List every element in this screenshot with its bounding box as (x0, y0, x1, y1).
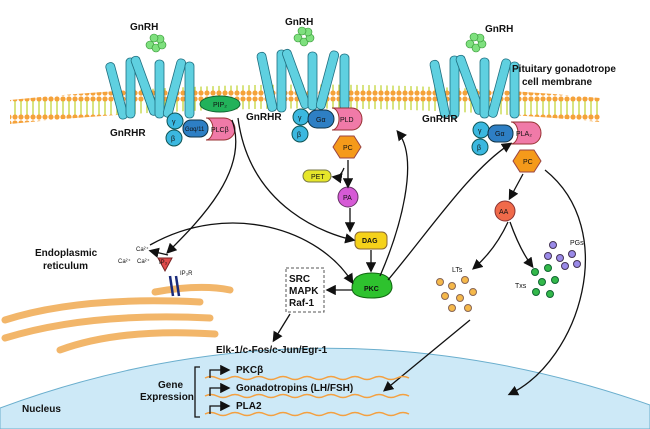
gnrh-receptor-middle (256, 48, 350, 113)
ip3r-label: IP₃R (180, 271, 193, 277)
gnrh-receptor-left (105, 55, 195, 120)
ip3-label: IP₃ (159, 260, 168, 266)
gene-gonadotropins: Gonadotropins (LH/FSH) (236, 383, 353, 394)
txs-label: Txs (515, 283, 527, 290)
dna-strands (204, 375, 410, 417)
gene-pkcb: PKCβ (236, 365, 263, 376)
gnrh-label-middle: GnRH (285, 17, 313, 28)
gnrhr-label-left: GnRHR (110, 128, 146, 139)
beta-label: β (477, 145, 481, 152)
pc-label-middle: PC (343, 145, 353, 152)
gnrhr-label-right: GnRHR (422, 114, 458, 125)
pld-label: PLD (340, 117, 354, 124)
nucleus (0, 347, 650, 429)
gnrh-ligand-middle (293, 26, 315, 47)
ca-label-2: Ca²⁺ (118, 258, 131, 265)
beta-label: β (297, 132, 301, 139)
pet-label: PET (311, 174, 325, 181)
aa-label: AA (499, 209, 509, 216)
gnrhr-label-middle: GnRHR (246, 112, 282, 123)
pathway-arrows (148, 117, 586, 396)
thromboxane-dots (531, 264, 559, 298)
gnrh-ligand-left (145, 33, 167, 53)
ca-label-1: Ca²⁺ (136, 246, 149, 253)
ga-label: Gα (495, 131, 505, 138)
membrane-label-1: Pituitary gonadotrope (512, 64, 616, 75)
leukotriene-dots (436, 276, 477, 312)
gnrh-ligand-right (465, 32, 487, 53)
gene-expression-label-1: Gene (158, 380, 183, 391)
transcription-factors: Elk-1/c-Fos/c-Jun/Egr-1 (216, 345, 328, 356)
er-label-1: Endoplasmic (35, 248, 98, 259)
nucleus-label: Nucleus (22, 404, 61, 415)
gnrh-label-right: GnRH (485, 24, 513, 35)
endoplasmic-reticulum (1, 283, 234, 354)
pa-label: PA (343, 195, 352, 202)
pc-label-right: PC (523, 159, 533, 166)
prostaglandin-dots (544, 241, 581, 270)
pgs-label: PGs (570, 240, 584, 247)
plcb-label: PLCβ (211, 127, 229, 134)
kinase-raf1: Raf-1 (289, 298, 314, 309)
gnrh-receptor-right (429, 54, 520, 119)
kinase-src: SRC (289, 274, 310, 285)
pla2-label: PLA₂ (516, 131, 532, 138)
ip3-receptor (168, 275, 181, 297)
dag-label: DAG (362, 238, 378, 245)
pip2-label: PIP₂ (213, 102, 227, 109)
gaq11-label: Gαq/11 (185, 127, 205, 133)
ca-label-3: Ca²⁺ (137, 258, 150, 265)
gene-expression-label-2: Expression (140, 392, 194, 403)
gamma-label: γ (478, 128, 482, 135)
er-label-2: reticulum (43, 261, 88, 272)
ga-label: Gα (316, 117, 326, 124)
lts-label: LTs (452, 267, 463, 274)
beta-label: β (171, 136, 175, 143)
kinase-mapk: MAPK (289, 286, 319, 297)
gamma-label: γ (298, 115, 302, 122)
gamma-label: γ (172, 119, 176, 126)
gnrh-label-left: GnRH (130, 22, 158, 33)
promoter-arrows (209, 364, 231, 414)
membrane-label-2: cell membrane (522, 77, 592, 88)
pkc-label: PKC (364, 286, 379, 293)
gene-pla2: PLA2 (236, 401, 262, 412)
